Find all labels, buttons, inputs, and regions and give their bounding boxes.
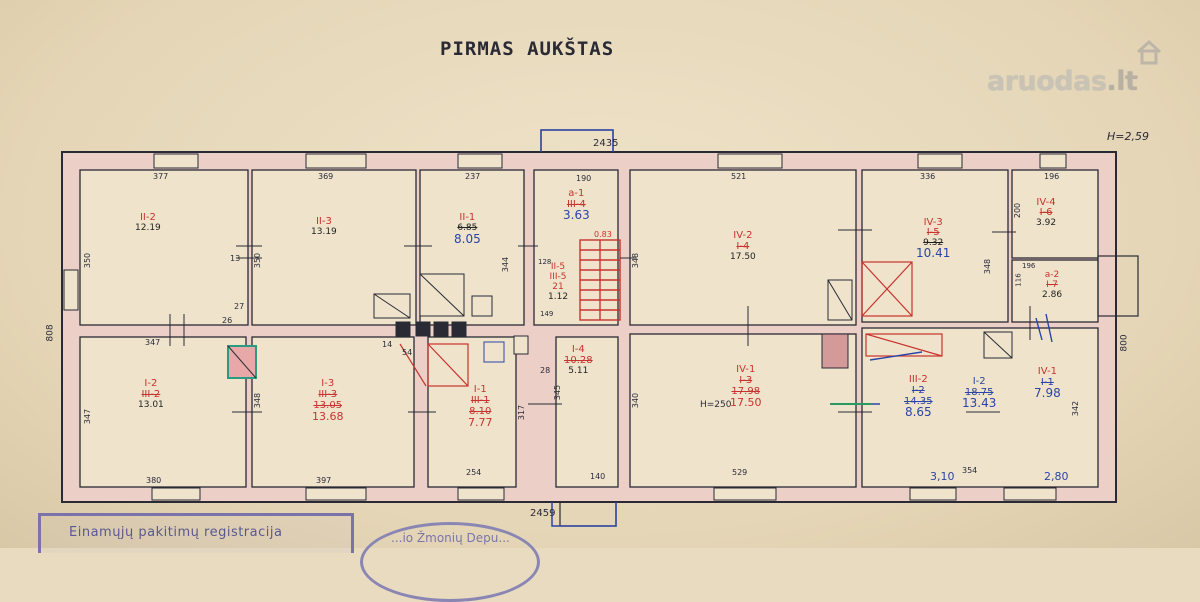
dim-b4-bot: 140 [590,472,606,481]
room-label: IV-3 I-5 9.32 10.41 [916,217,951,260]
dim-b4-h: 345 [553,384,563,401]
watermark-suffix: .lt [1106,66,1138,97]
dim-r3-w: 237 [465,172,481,181]
room-label: I-2 III-2 13.01 [138,378,164,410]
round-stamp: ...io Žmonių Depu... [360,522,540,602]
dim-r4-w: 190 [576,174,592,183]
room-label: IV-1 I-3 17.98 17.50 [730,364,762,409]
floor-plan [61,129,1139,527]
round-stamp-text: ...io Žmonių Depu... [391,531,510,545]
watermark-logo: aruodas.lt [987,66,1138,97]
dim-misc-26: 26 [222,316,233,325]
dim-r5-w: 521 [731,172,747,181]
room-label: IV-4 I-6 3.92 [1036,197,1057,229]
dim-misc-128: 128 [538,258,552,266]
registration-stamp-text: Einamųjų pakitimų registracija [69,525,283,540]
dim-misc-13: 13 [230,254,241,263]
room-label: III-2 I-2 14.35 8.65 [904,374,933,419]
dim-b2-bot: 397 [316,476,332,485]
dim-r2-h: 350 [253,252,263,269]
room-label: IV-2 I-4 17.50 [730,230,756,262]
house-icon [1136,39,1162,65]
dim-right-side: 800 [1119,334,1130,352]
dim-r6-w: 336 [920,172,936,181]
dim-stair-width: 0.83 [594,230,612,239]
dim-r7-w: 196 [1044,172,1060,181]
room-label: IV-1 I-1 7.98 [1034,366,1061,400]
room-label: I-3 III-3 13.05 13.68 [312,378,344,423]
dim-left-side: 808 [45,324,56,342]
dim-b6-bot2: 354 [962,466,978,475]
dim-top-span: 2435 [593,138,619,149]
dim-misc-54: 54 [402,348,413,357]
windows [63,153,1067,501]
dim-r7-h: 200 [1013,202,1023,219]
room-label: II-2 12.19 [135,212,161,233]
dim-b3-h: 317 [517,404,527,421]
stoves [227,273,1013,379]
dim-misc-27: 27 [234,302,245,311]
staircase [579,239,621,321]
red-stove-marks [399,261,943,387]
dim-bottom-span: 2459 [530,508,556,519]
room-label: a-2 I-7 2.86 [1042,270,1063,300]
dim-b5-height-note: H=250 [700,400,732,410]
room-label: II-5 III-5 21 1.12 [548,262,569,302]
dim-b4-mid: 28 [540,366,551,375]
room-label: II-1 6.85 8.05 [454,212,481,246]
room-label: a-1 III-4 3.63 [563,188,590,222]
dim-r2-w: 369 [318,172,334,181]
dim-r3-h: 344 [501,256,511,273]
dim-b5-bot: 529 [732,468,748,477]
dim-r8-h: 116 [1014,273,1023,287]
room-label: II-3 13.19 [311,216,337,237]
doors [169,229,1031,413]
dim-b1-h: 347 [83,408,93,425]
dim-r5-h: 348 [631,252,641,269]
dim-b6-bot3: 2,80 [1044,470,1069,483]
dim-misc-149: 149 [540,310,554,318]
page-title: PIRMAS AUKŠTAS [440,38,615,60]
dim-r1-h: 350 [83,252,93,269]
watermark-brand: aruodas [987,66,1107,97]
dim-r1-w: 377 [153,172,169,181]
dim-b1-top: 347 [145,338,161,347]
rooms-bottom [79,327,1099,488]
dim-b2-h: 348 [253,392,263,409]
room-label: I-1 III-1 8.10 7.77 [468,384,493,429]
dim-misc-14: 14 [382,340,393,349]
dim-b1-bot: 380 [146,476,162,485]
registration-stamp: Einamųjų pakitimų registracija [38,513,354,553]
room-label: I-4 10.28 5.11 [564,344,593,376]
dim-b6-h: 342 [1071,400,1081,417]
dim-r8-w: 196 [1022,262,1036,270]
blue-porch-marks [540,129,617,527]
room-label: I-2 18.75 13.43 [962,376,997,410]
dim-b6-bot1: 3,10 [930,470,955,483]
dim-b5-h: 340 [631,392,641,409]
dim-r6-h: 348 [983,258,993,275]
dim-b3-bot: 254 [466,468,482,477]
ceiling-height-note: H=2,59 [1107,130,1149,143]
